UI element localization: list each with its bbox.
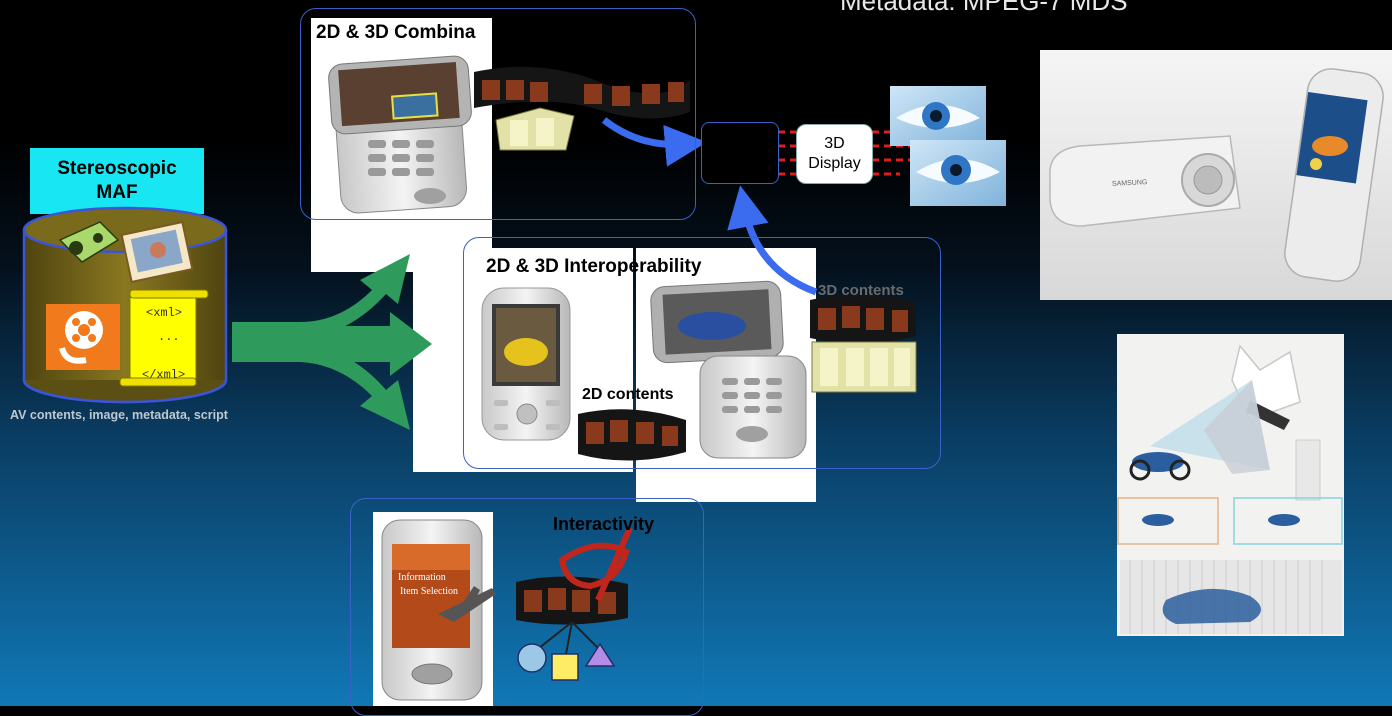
xml-scroll-icon xyxy=(119,289,209,387)
interop-2d-film-strip xyxy=(578,409,686,461)
airplane-icon xyxy=(438,586,496,622)
interop-3d-label: 3D contents xyxy=(818,282,904,299)
interop-3d-film-strip xyxy=(810,294,917,393)
interactivity-phone xyxy=(381,519,483,701)
3d-display-box: 3D Display xyxy=(796,124,873,184)
samsung-phone-photo xyxy=(1049,68,1384,282)
interoperability-title: 2D & 3D Interoperability xyxy=(486,256,702,277)
partial-title: Metadata: MPEG-7 MDS xyxy=(840,0,1128,16)
stereo-output-arrows xyxy=(778,130,914,176)
film-reel-icon xyxy=(46,304,120,370)
combination-title: 2D & 3D Combina xyxy=(316,22,476,43)
interactivity-shapes xyxy=(517,621,616,681)
maf-caption: AV contents, image, metadata, script xyxy=(10,408,228,422)
xml-open-text: <xml> xyxy=(146,306,183,320)
projector-icon xyxy=(58,221,120,263)
character-scene-photo xyxy=(1117,344,1343,634)
combination-panel xyxy=(300,8,696,220)
display-line1: 3D xyxy=(824,135,845,152)
interoperability-panel xyxy=(463,237,941,469)
xml-dots-text: ... xyxy=(158,330,180,344)
interactivity-menu-1: Information xyxy=(398,572,446,583)
interop-to-processor-arrow xyxy=(727,185,818,296)
maf-title-box: Stereoscopic MAF xyxy=(30,148,204,214)
combination-to-processor-arrow xyxy=(601,117,707,167)
interactivity-title: Interactivity xyxy=(553,514,655,534)
distribution-arrows xyxy=(232,254,432,430)
combination-phone xyxy=(328,55,472,214)
interactivity-film-strip xyxy=(516,526,633,625)
combination-film-strip xyxy=(474,66,690,151)
processor-box xyxy=(701,122,779,184)
interop-2d-phone xyxy=(481,287,571,441)
photo-icon xyxy=(120,220,194,284)
interactivity-menu-2: Item Selection xyxy=(400,586,459,597)
xml-close-text: </xml> xyxy=(142,368,186,382)
maf-title-line1: Stereoscopic xyxy=(57,158,177,179)
eye-images xyxy=(890,86,1006,206)
display-line2: Display xyxy=(808,155,861,172)
maf-title-line2: MAF xyxy=(96,182,138,203)
interop-2d-label: 2D contents xyxy=(582,386,674,403)
interop-3d-phone xyxy=(650,280,807,459)
